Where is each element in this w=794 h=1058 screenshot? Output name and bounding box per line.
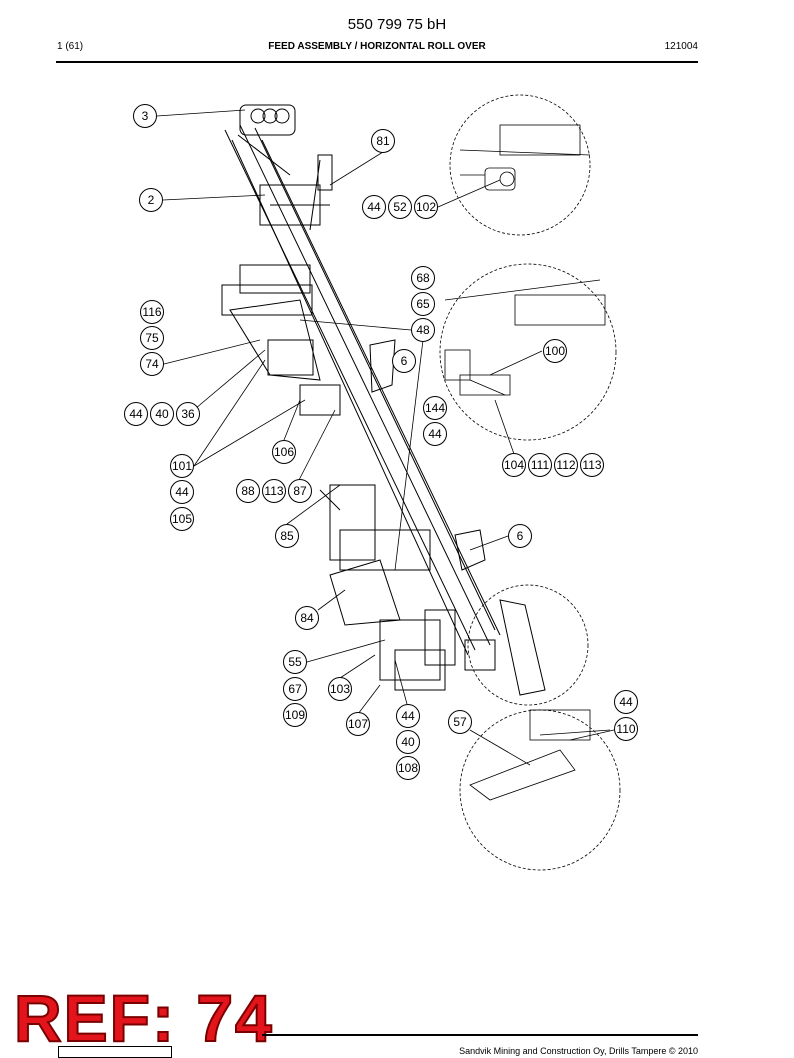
middle-cradle bbox=[221, 264, 396, 416]
callout-3: 3 bbox=[133, 104, 157, 128]
callout-40: 40 bbox=[150, 402, 174, 426]
callout-116: 116 bbox=[140, 300, 164, 324]
callout-48: 48 bbox=[411, 318, 435, 342]
callout-67: 67 bbox=[283, 677, 307, 701]
footer-rule bbox=[262, 1034, 698, 1036]
callout-44: 44 bbox=[396, 704, 420, 728]
callout-104: 104 bbox=[502, 453, 526, 477]
callout-6: 6 bbox=[392, 349, 416, 373]
callout-101: 101 bbox=[170, 454, 194, 478]
callout-84: 84 bbox=[295, 606, 319, 630]
copyright: Sandvik Mining and Construction Oy, Dril… bbox=[459, 1046, 698, 1056]
callout-100: 100 bbox=[543, 339, 567, 363]
header-rule bbox=[56, 61, 698, 63]
callout-57: 57 bbox=[448, 710, 472, 734]
section-title: FEED ASSEMBLY / HORIZONTAL ROLL OVER bbox=[268, 41, 486, 52]
callout-65: 65 bbox=[411, 292, 435, 316]
detail-circle-top bbox=[449, 94, 591, 236]
page-info: 1 (61) bbox=[57, 41, 84, 52]
callout-68: 68 bbox=[411, 266, 435, 290]
callout-103: 103 bbox=[328, 677, 352, 701]
top-rollers bbox=[237, 104, 296, 176]
top-detail-content bbox=[459, 124, 591, 191]
callout-44: 44 bbox=[124, 402, 148, 426]
leader-lines bbox=[156, 109, 615, 766]
callout-102: 102 bbox=[414, 195, 438, 219]
callout-74: 74 bbox=[140, 352, 164, 376]
callout-75: 75 bbox=[140, 326, 164, 350]
callout-44: 44 bbox=[362, 195, 386, 219]
callout-108: 108 bbox=[396, 756, 420, 780]
callout-2: 2 bbox=[139, 188, 163, 212]
upper-cradle bbox=[259, 154, 333, 231]
callout-113: 113 bbox=[262, 479, 286, 503]
callout-52: 52 bbox=[388, 195, 412, 219]
callout-113: 113 bbox=[580, 453, 604, 477]
callout-112: 112 bbox=[554, 453, 578, 477]
lower-cradle bbox=[319, 484, 546, 696]
callout-109: 109 bbox=[283, 703, 307, 727]
callout-110: 110 bbox=[614, 717, 638, 741]
doc-code: 121004 bbox=[664, 41, 698, 52]
callout-111: 111 bbox=[528, 453, 552, 477]
detail-circle-middle bbox=[439, 263, 617, 441]
callout-40: 40 bbox=[396, 730, 420, 754]
callout-36: 36 bbox=[176, 402, 200, 426]
callout-87: 87 bbox=[288, 479, 312, 503]
callout-6: 6 bbox=[508, 524, 532, 548]
feed-beam bbox=[224, 124, 501, 656]
callout-85: 85 bbox=[275, 524, 299, 548]
callout-81: 81 bbox=[371, 129, 395, 153]
ref-stamp: REF: 74 bbox=[13, 981, 274, 1055]
middle-detail-content bbox=[444, 279, 606, 396]
callout-106: 106 bbox=[272, 440, 296, 464]
callout-44: 44 bbox=[614, 690, 638, 714]
callout-55: 55 bbox=[283, 650, 307, 674]
bottom-detail-content bbox=[469, 709, 611, 801]
callout-88: 88 bbox=[236, 479, 260, 503]
callout-144: 144 bbox=[423, 396, 447, 420]
callout-107: 107 bbox=[346, 712, 370, 736]
callout-105: 105 bbox=[170, 507, 194, 531]
callout-44: 44 bbox=[170, 480, 194, 504]
logo bbox=[58, 1046, 172, 1058]
callout-44: 44 bbox=[423, 422, 447, 446]
detail-circle-lower bbox=[467, 584, 589, 706]
doc-number: 550 799 75 bH bbox=[347, 16, 447, 33]
